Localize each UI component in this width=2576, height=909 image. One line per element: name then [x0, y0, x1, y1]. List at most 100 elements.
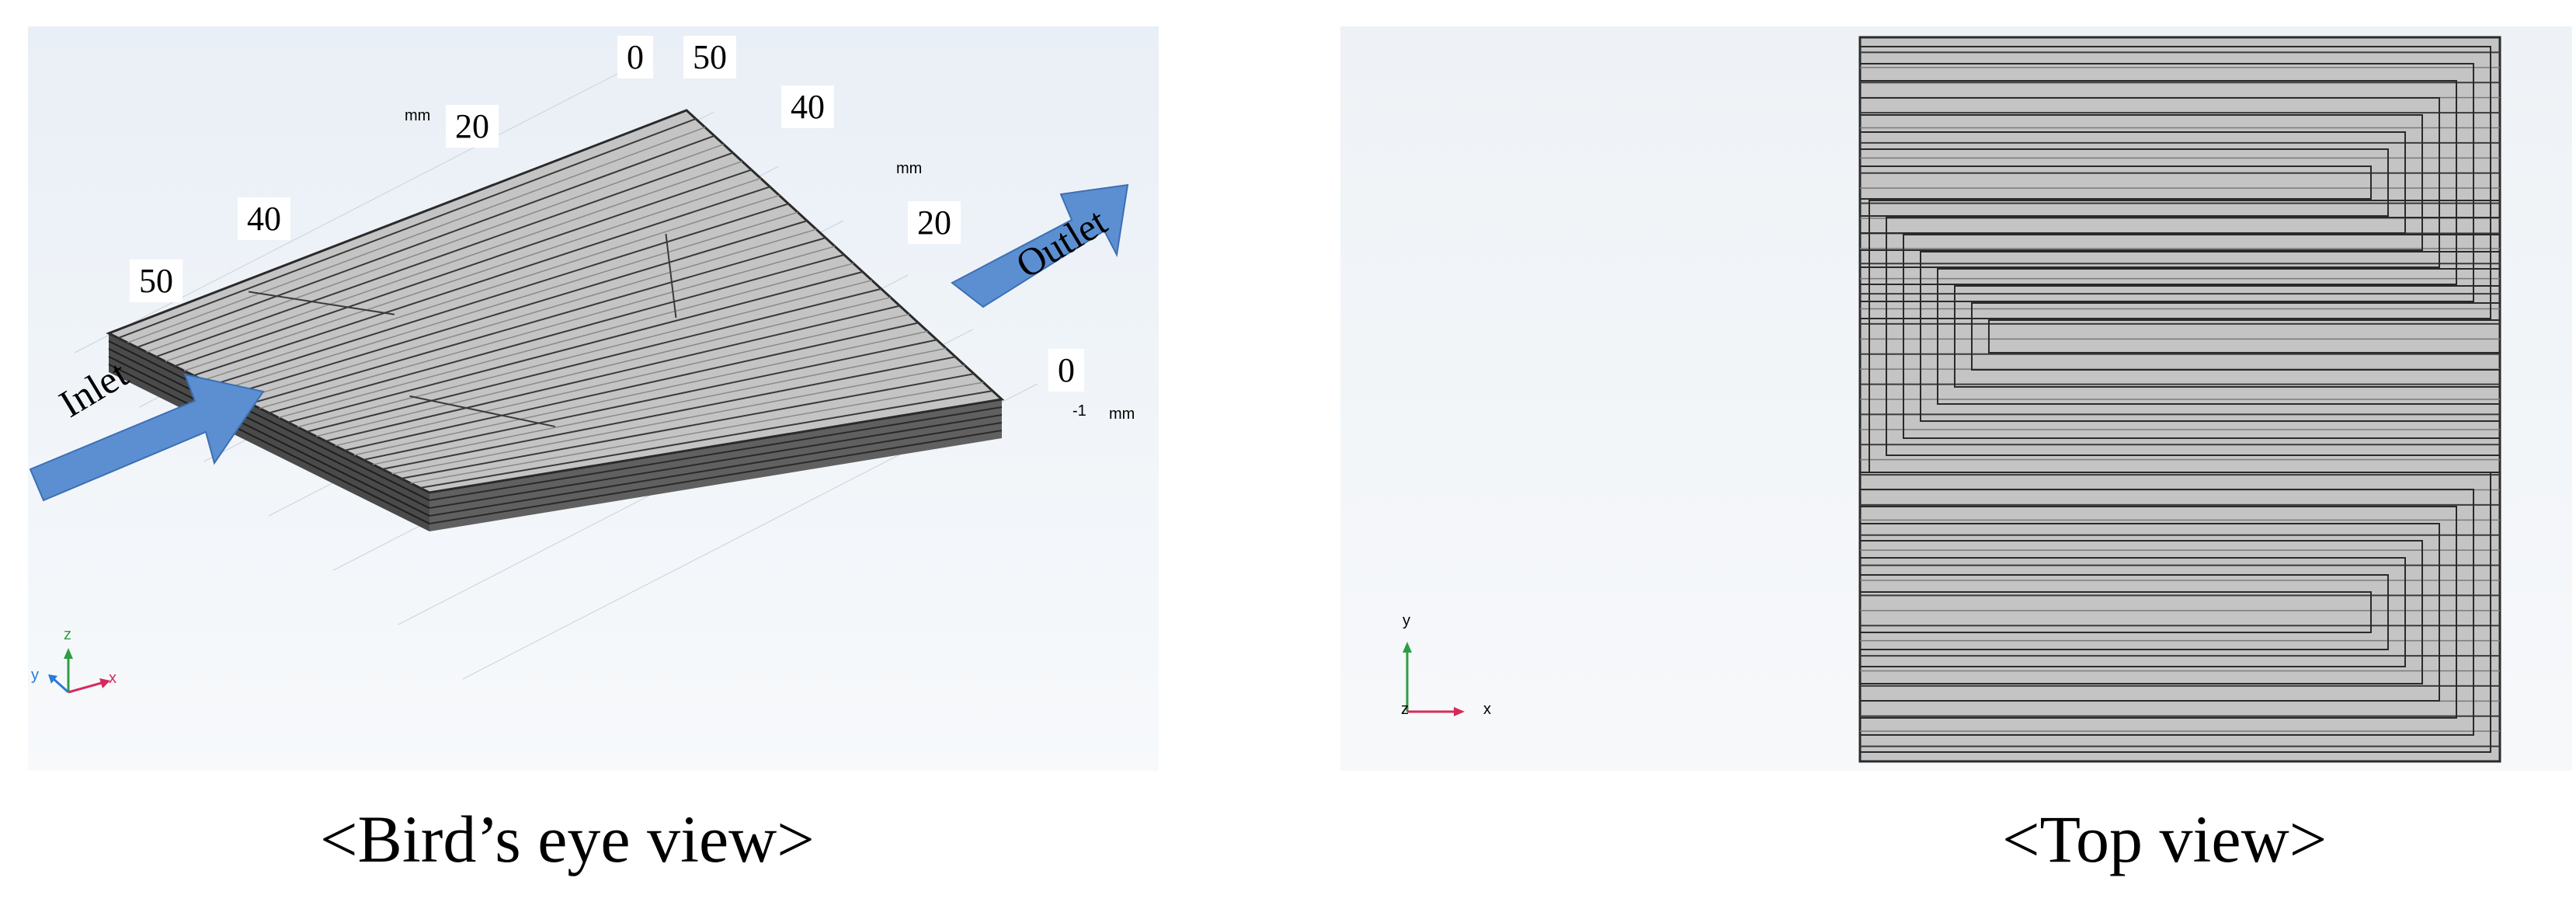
- groove-line: [278, 263, 854, 419]
- serpentine-turn-outline: [1860, 506, 2457, 719]
- groove-line: [155, 152, 734, 358]
- slab-stripe: [108, 348, 430, 509]
- tick-label: 40: [781, 85, 834, 128]
- unit-label: mm: [405, 107, 431, 124]
- tick-label: -1: [1072, 402, 1086, 420]
- serpentine-plate-top: [106, 109, 1005, 494]
- serpentine-turn-outline: [1860, 472, 2491, 753]
- serpentine-turn-outline: [1860, 46, 2491, 319]
- slab-stripe: [429, 406, 1003, 501]
- serpentine-turn-outline: [1860, 148, 2389, 217]
- serpentine-turn-outline: [1860, 80, 2457, 285]
- grid-line: [74, 57, 650, 354]
- slab-stripe: [108, 364, 430, 524]
- serpentine-turn-outline: [1988, 319, 2500, 354]
- groove-line: [269, 254, 845, 414]
- groove-line: [382, 356, 956, 470]
- slab-stripe: [429, 422, 1003, 517]
- turn-diagonal: [409, 395, 556, 428]
- unit-label: mm: [896, 160, 923, 177]
- serpentine-turn-outline: [1860, 574, 2389, 650]
- groove-line: [287, 270, 864, 423]
- groove-line: [221, 211, 798, 391]
- serpentine-turn-outline: [1954, 285, 2500, 388]
- tick-label: 40: [238, 197, 290, 240]
- groove-line: [231, 220, 808, 395]
- turn-diagonal: [665, 233, 677, 319]
- groove-line: [419, 390, 993, 489]
- triad-y-label: y: [31, 667, 39, 684]
- slab-stripe: [429, 430, 1003, 524]
- serpentine-turn-outline: [1886, 217, 2500, 456]
- groove-line: [117, 118, 697, 339]
- slab-layer-stripes: [108, 340, 1003, 524]
- groove-line: [391, 364, 965, 475]
- top-view-panel: y z x: [1340, 26, 2572, 771]
- groove-line: [325, 305, 900, 442]
- serpentine-turn-outline: [1860, 523, 2440, 702]
- tick-label: 0: [1048, 349, 1084, 392]
- groove-line: [183, 177, 761, 371]
- tick-label: 50: [130, 259, 183, 302]
- serpentine-turn-outline: [1860, 540, 2423, 684]
- triad-x-label: x: [1483, 701, 1491, 718]
- serpentine-turn-outline: [1971, 302, 2500, 371]
- groove-line: [353, 330, 928, 456]
- groove-line: [401, 373, 975, 479]
- top-view-caption: <Top view>: [2002, 802, 2327, 876]
- groove-line: [344, 322, 919, 451]
- inlet-arrow: [29, 373, 265, 502]
- groove-line: [249, 237, 826, 405]
- serpentine-turn-outline: [1937, 268, 2500, 405]
- groove-line: [259, 246, 836, 409]
- serpentine-turn-outline: [1920, 251, 2500, 422]
- serpentine-turn-outline: [1903, 234, 2500, 439]
- triad-x-label: x: [109, 670, 116, 687]
- groove-line: [363, 339, 937, 461]
- groove-line: [240, 228, 817, 400]
- serpentine-turn-outline: [1860, 131, 2406, 234]
- serpentine-turn-diagonals: [248, 233, 677, 428]
- groove-line: [146, 144, 725, 353]
- serpentine-turn-outline: [1860, 165, 2372, 200]
- axis-triad: [48, 648, 110, 694]
- groove-line: [335, 313, 909, 447]
- slab-stripe: [108, 356, 430, 517]
- groove-line: [193, 186, 770, 377]
- groove-line: [306, 287, 882, 433]
- groove-line: [127, 127, 706, 343]
- slab-right-face: [429, 399, 1002, 531]
- serpentine-turn-outline: [1860, 114, 2423, 251]
- slab-stripe: [108, 340, 430, 501]
- groove-line: [410, 381, 984, 484]
- outlet-arrow: [951, 183, 1129, 308]
- tick-label: 20: [908, 201, 961, 244]
- groove-line: [212, 203, 789, 386]
- top-view-model-drawing: [1403, 36, 2501, 763]
- triad-z-label: z: [64, 626, 71, 643]
- serpentine-grooves: [1860, 46, 2500, 753]
- groove-line: [174, 169, 752, 367]
- turn-diagonal: [248, 291, 395, 315]
- axis-triad: [1403, 642, 1465, 716]
- unit-label: mm: [1109, 406, 1135, 423]
- groove-line: [297, 280, 873, 428]
- birds-eye-model-drawing: [29, 57, 1129, 694]
- tick-label: 50: [683, 36, 736, 78]
- tick-label: 20: [446, 105, 499, 148]
- slab-stripe: [429, 414, 1003, 509]
- serpentine-turn-outline: [1860, 489, 2474, 736]
- serpentine-grooves: [117, 118, 993, 489]
- groove-line: [137, 134, 715, 349]
- groove-line: [316, 296, 891, 437]
- groove-line: [203, 194, 780, 381]
- triad-z-label: z: [1401, 701, 1409, 718]
- birds-eye-view-panel: 0 20 40 50 50 40 20 0 -1 mm mm mm Inlet …: [28, 26, 1159, 771]
- serpentine-turn-outline: [1860, 97, 2440, 268]
- serpentine-turn-outline: [1860, 557, 2406, 667]
- groove-line: [165, 160, 742, 362]
- triad-y-label: y: [1403, 612, 1410, 629]
- serpentine-turn-outline: [1860, 591, 2372, 633]
- birds-eye-caption: <Bird’s eye view>: [320, 802, 815, 876]
- groove-line: [372, 347, 947, 465]
